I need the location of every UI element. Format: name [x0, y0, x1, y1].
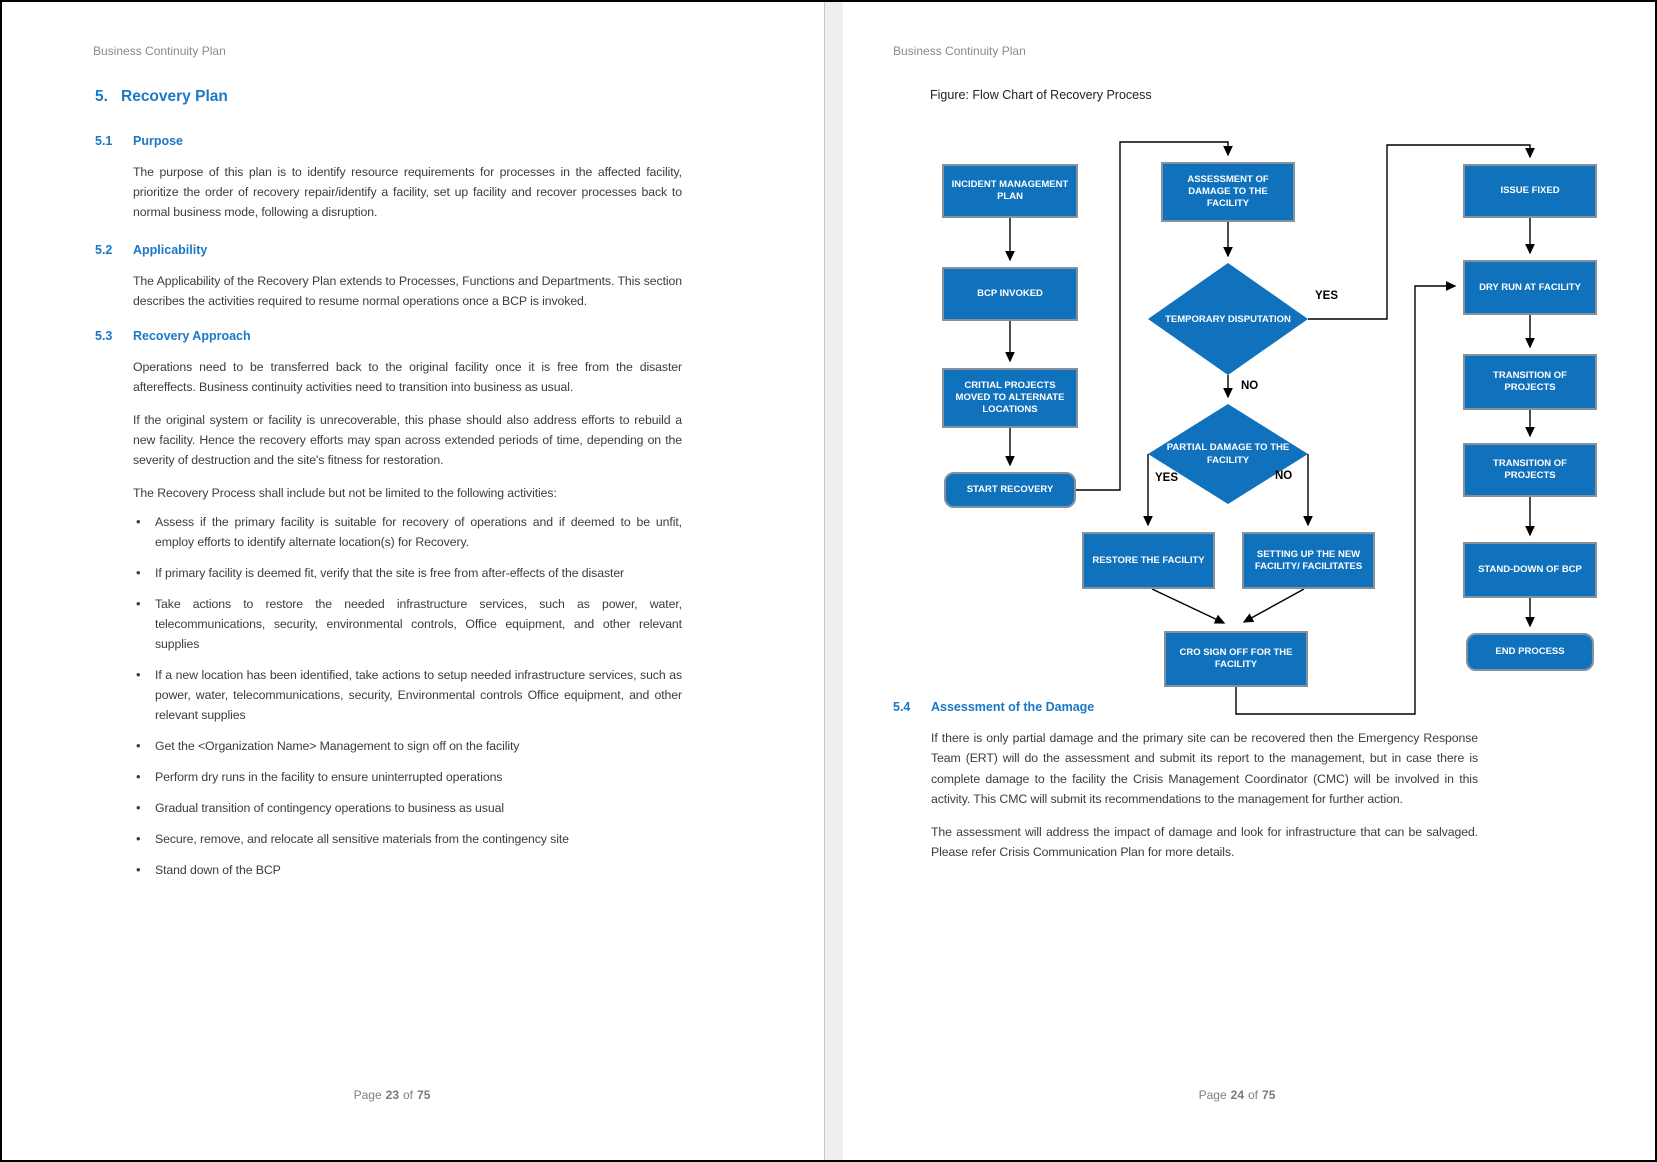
section-number: 5. [95, 88, 108, 105]
flow-node-incident-management-plan: INCIDENT MANAGEMENT PLAN [942, 164, 1078, 218]
page-total: 75 [417, 1088, 431, 1102]
flow-node-cro-sign-off: CRO SIGN OFF FOR THE FACILITY [1164, 631, 1308, 687]
page-number: 24 [1230, 1088, 1244, 1102]
paragraph: Operations need to be transferred back t… [133, 360, 682, 394]
list-item: Perform dry runs in the facility to ensu… [136, 767, 682, 787]
flow-node-issue-fixed: ISSUE FIXED [1463, 164, 1597, 218]
flow-node-assessment-of-damage: ASSESSMENT OF DAMAGE TO THE FACILITY [1161, 162, 1295, 222]
flow-node-critical-projects: CRITIAL PROJECTS MOVED TO ALTERNATE LOCA… [942, 368, 1078, 428]
flow-node-transition-of-projects-2: TRANSITION OF PROJECTS [1463, 443, 1597, 497]
recovery-activities-list: Assess if the primary facility is suitab… [133, 512, 682, 880]
flow-node-bcp-invoked: BCP INVOKED [942, 267, 1078, 321]
page-total: 75 [1262, 1088, 1276, 1102]
paragraph: The Recovery Process shall include but n… [133, 486, 557, 500]
flow-node-end-process: END PROCESS [1466, 633, 1594, 671]
section-title: Recovery Plan [121, 88, 228, 105]
list-item: Gradual transition of contingency operat… [136, 798, 682, 818]
flow-node-dry-run: DRY RUN AT FACILITY [1463, 260, 1597, 315]
list-item: Get the <Organization Name> Management t… [136, 736, 682, 756]
paragraph: The assessment will address the impact o… [931, 825, 1478, 860]
page-number: 23 [385, 1088, 399, 1102]
figure-caption: Figure: Flow Chart of Recovery Process [930, 88, 1152, 102]
paragraph: The purpose of this plan is to identify … [133, 165, 682, 219]
flow-node-start-recovery: START RECOVERY [944, 472, 1076, 508]
list-item: Take actions to restore the needed infra… [136, 594, 682, 654]
list-item: If primary facility is deemed fit, verif… [136, 563, 682, 583]
flowchart-connectors [1005, 141, 1535, 715]
branch-label-no: NO [1241, 380, 1259, 392]
branch-label-yes: YES [1155, 472, 1179, 484]
list-item: Secure, remove, and relocate all sensiti… [136, 829, 682, 849]
flow-node-setting-up-new-facility: SETTING UP THE NEW FACILITY/ FACILITATES [1242, 532, 1375, 589]
paragraph: If the original system or facility is un… [133, 413, 682, 467]
page-divider [824, 2, 845, 1160]
flow-node-transition-of-projects-1: TRANSITION OF PROJECTS [1463, 354, 1597, 410]
paragraph: If there is only partial damage and the … [931, 731, 1478, 806]
list-item: Assess if the primary facility is suitab… [136, 512, 682, 552]
running-header: Business Continuity Plan [893, 44, 1026, 58]
page-24: Business Continuity Plan Figure: Flow Ch… [843, 2, 1655, 1160]
paragraph: The Applicability of the Recovery Plan e… [133, 274, 682, 308]
branch-label-no: NO [1275, 470, 1293, 482]
branch-label-yes: YES [1315, 290, 1339, 302]
flow-node-restore-facility: RESTORE THE FACILITY [1082, 532, 1215, 589]
page-23: Business Continuity Plan 5. Recovery Plan… [2, 2, 824, 1160]
list-item: Stand down of the BCP [136, 860, 682, 880]
running-header: Business Continuity Plan [93, 44, 226, 58]
section-heading: 5. Recovery Plan [95, 88, 683, 106]
flow-node-stand-down-of-bcp: STAND-DOWN OF BCP [1463, 542, 1597, 598]
list-item: If a new location has been identified, t… [136, 665, 682, 725]
